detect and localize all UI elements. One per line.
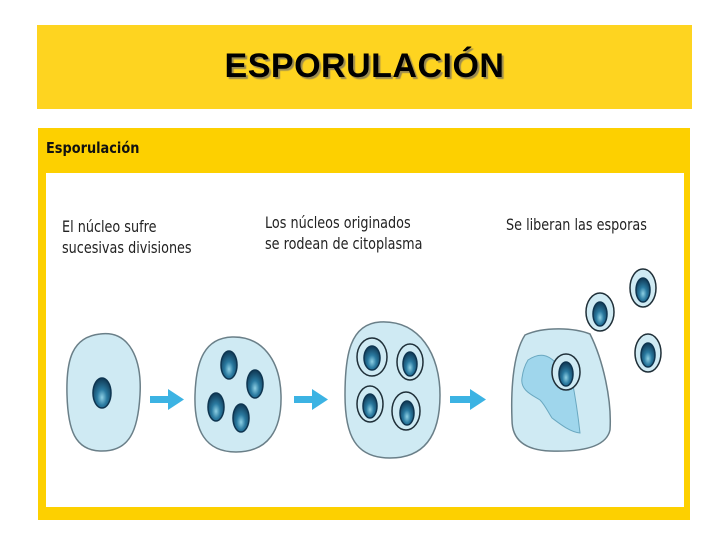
arrow-icon <box>450 389 486 410</box>
nucleus-icon <box>92 377 112 409</box>
cell-releasing-spores <box>510 328 612 452</box>
caption-step-1: El núcleo sufre sucesivas divisiones <box>62 216 192 258</box>
slide-title: ESPORULACIÓN <box>224 46 505 85</box>
spore-icon <box>391 391 421 431</box>
spore-icon <box>551 353 581 391</box>
caption-line: sucesivas divisiones <box>62 238 192 257</box>
slide-title-bar: ESPORULACIÓN <box>37 25 692 109</box>
caption-line: El núcleo sufre <box>62 217 157 236</box>
spore-icon <box>585 292 615 332</box>
caption-line: Se liberan las esporas <box>506 215 647 234</box>
arrow-icon <box>150 389 184 410</box>
spore-icon <box>629 268 657 308</box>
spore-icon <box>396 343 424 381</box>
caption-line: se rodean de citoplasma <box>265 234 423 253</box>
spore-icon <box>634 333 662 373</box>
spore-icon <box>356 385 384 423</box>
caption-line: Los núcleos originados <box>265 213 411 232</box>
spore-icon <box>356 337 388 377</box>
nucleus-icon <box>207 392 225 422</box>
caption-step-3: Los núcleos originados se rodean de cito… <box>265 212 422 254</box>
nucleus-icon <box>232 403 250 433</box>
cell-four-nuclei <box>194 336 282 453</box>
released-spores <box>585 268 662 373</box>
cell-single-nucleus <box>66 333 141 452</box>
nucleus-icon <box>220 350 238 380</box>
figure-heading: Esporulación <box>46 139 140 157</box>
caption-step-4: Se liberan las esporas <box>506 214 647 235</box>
nucleus-icon <box>246 369 264 399</box>
arrow-icon <box>294 389 328 410</box>
cell-four-spores <box>344 321 441 459</box>
